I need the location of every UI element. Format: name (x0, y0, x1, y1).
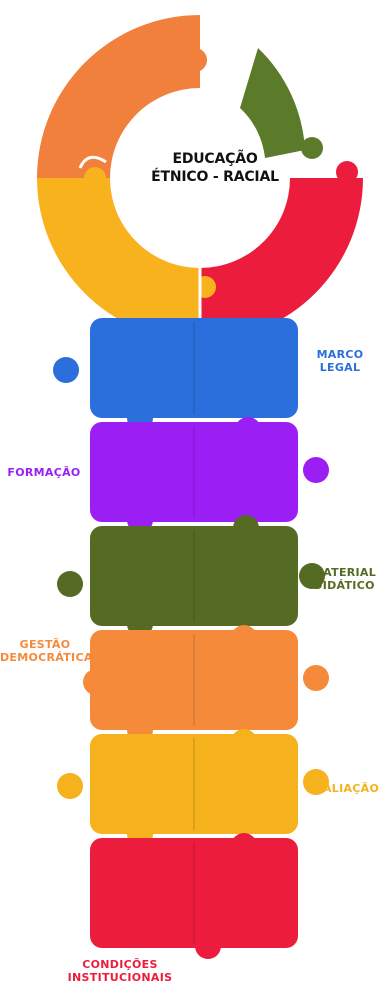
ring-tab (183, 48, 207, 72)
puzzle-tab (53, 357, 79, 383)
puzzle-tab (57, 773, 83, 799)
puzzle-tab (303, 665, 329, 691)
puzzle-tab (231, 729, 257, 755)
ring-tab (301, 137, 323, 159)
title-line-1: EDUCAÇÃO (150, 150, 280, 168)
puzzle-tab (235, 417, 261, 443)
puzzle-tab (231, 833, 257, 859)
puzzle-tab (231, 625, 257, 651)
row-label-line: MATERIAL (305, 566, 383, 579)
puzzle-tab (57, 571, 83, 597)
puzzle-tab (303, 457, 329, 483)
ring-segment-green (240, 48, 305, 158)
puzzle-rows (53, 318, 329, 959)
ring-tab (84, 167, 106, 189)
row-label-line: CONDIÇÕES (50, 958, 190, 971)
diagram-title: EDUCAÇÃO ÉTNICO - RACIAL (150, 150, 280, 186)
ring-segment-red (200, 178, 363, 341)
title-line-2: ÉTNICO - RACIAL (150, 168, 280, 186)
ring-tab (336, 161, 358, 183)
row-label-line: LEGAL (300, 361, 380, 374)
ring-segment-yellow (37, 178, 200, 341)
puzzle-tab (91, 457, 117, 483)
row-label-line: AVALIAÇÃO (303, 782, 383, 795)
puzzle-tab (269, 345, 295, 371)
row-label-line: GESTÃO (0, 638, 90, 651)
row-label-2: FORMAÇÃO (2, 466, 86, 479)
row-label-5: AVALIAÇÃO (303, 782, 383, 795)
ring-tab (194, 276, 216, 298)
row-label-line: MARCO (300, 348, 380, 361)
puzzle-tab (233, 515, 259, 541)
puzzle-tab (195, 933, 221, 959)
row-label-line: FORMAÇÃO (2, 466, 86, 479)
row-label-line: DEMOCRÁTICA (0, 651, 90, 664)
row-label-line: INSTITUCIONAIS (50, 971, 190, 984)
puzzle-tab (83, 669, 109, 695)
row-label-line: DIDÁTICO (305, 579, 383, 592)
